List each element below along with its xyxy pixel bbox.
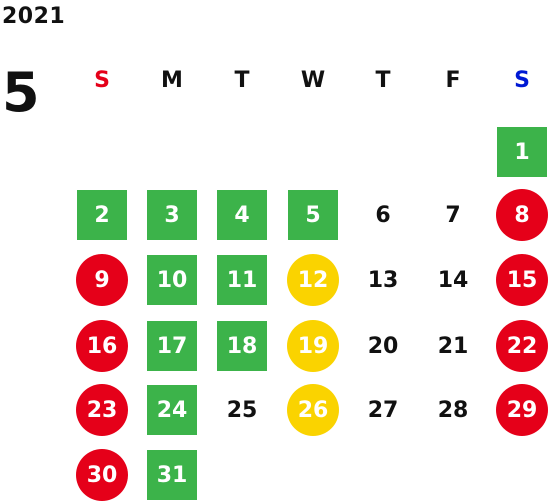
calendar-day[interactable]: 23 (76, 384, 128, 436)
calendar-day[interactable]: 8 (496, 189, 548, 241)
calendar-day[interactable]: 7 (445, 202, 461, 228)
weekday-label: F (445, 68, 461, 93)
calendar-day[interactable]: 5 (288, 190, 338, 240)
weekday-label: M (161, 68, 183, 93)
calendar-day[interactable]: 27 (367, 397, 399, 423)
calendar-day[interactable]: 29 (496, 384, 548, 436)
calendar-day[interactable]: 3 (147, 190, 197, 240)
calendar-day[interactable]: 1 (497, 127, 547, 177)
calendar-day[interactable]: 20 (367, 333, 399, 359)
calendar-day[interactable]: 17 (147, 321, 197, 371)
calendar-year: 2021 (2, 4, 66, 29)
calendar-day[interactable]: 24 (147, 385, 197, 435)
weekday-label: S (94, 68, 110, 93)
calendar-day[interactable]: 26 (287, 384, 339, 436)
calendar-day[interactable]: 4 (217, 190, 267, 240)
calendar-day[interactable]: 9 (76, 254, 128, 306)
calendar-day[interactable]: 16 (76, 320, 128, 372)
calendar-day[interactable]: 28 (437, 397, 469, 423)
calendar-day[interactable]: 6 (375, 202, 391, 228)
weekday-label: T (234, 68, 250, 93)
weekday-label: W (300, 68, 326, 93)
calendar-day[interactable]: 13 (367, 267, 399, 293)
calendar-day[interactable]: 10 (147, 255, 197, 305)
calendar-day[interactable]: 30 (76, 449, 128, 501)
calendar-day[interactable]: 22 (496, 320, 548, 372)
calendar-month: 5 (2, 61, 40, 124)
calendar-day[interactable]: 31 (147, 450, 197, 500)
calendar-day[interactable]: 19 (287, 320, 339, 372)
calendar-day[interactable]: 12 (287, 254, 339, 306)
calendar-day[interactable]: 14 (437, 267, 469, 293)
calendar-day[interactable]: 21 (437, 333, 469, 359)
calendar-day[interactable]: 2 (77, 190, 127, 240)
calendar-day[interactable]: 15 (496, 254, 548, 306)
calendar-day[interactable]: 11 (217, 255, 267, 305)
weekday-label: S (514, 68, 530, 93)
calendar-day[interactable]: 18 (217, 321, 267, 371)
calendar-day[interactable]: 25 (226, 397, 258, 423)
weekday-label: T (375, 68, 391, 93)
